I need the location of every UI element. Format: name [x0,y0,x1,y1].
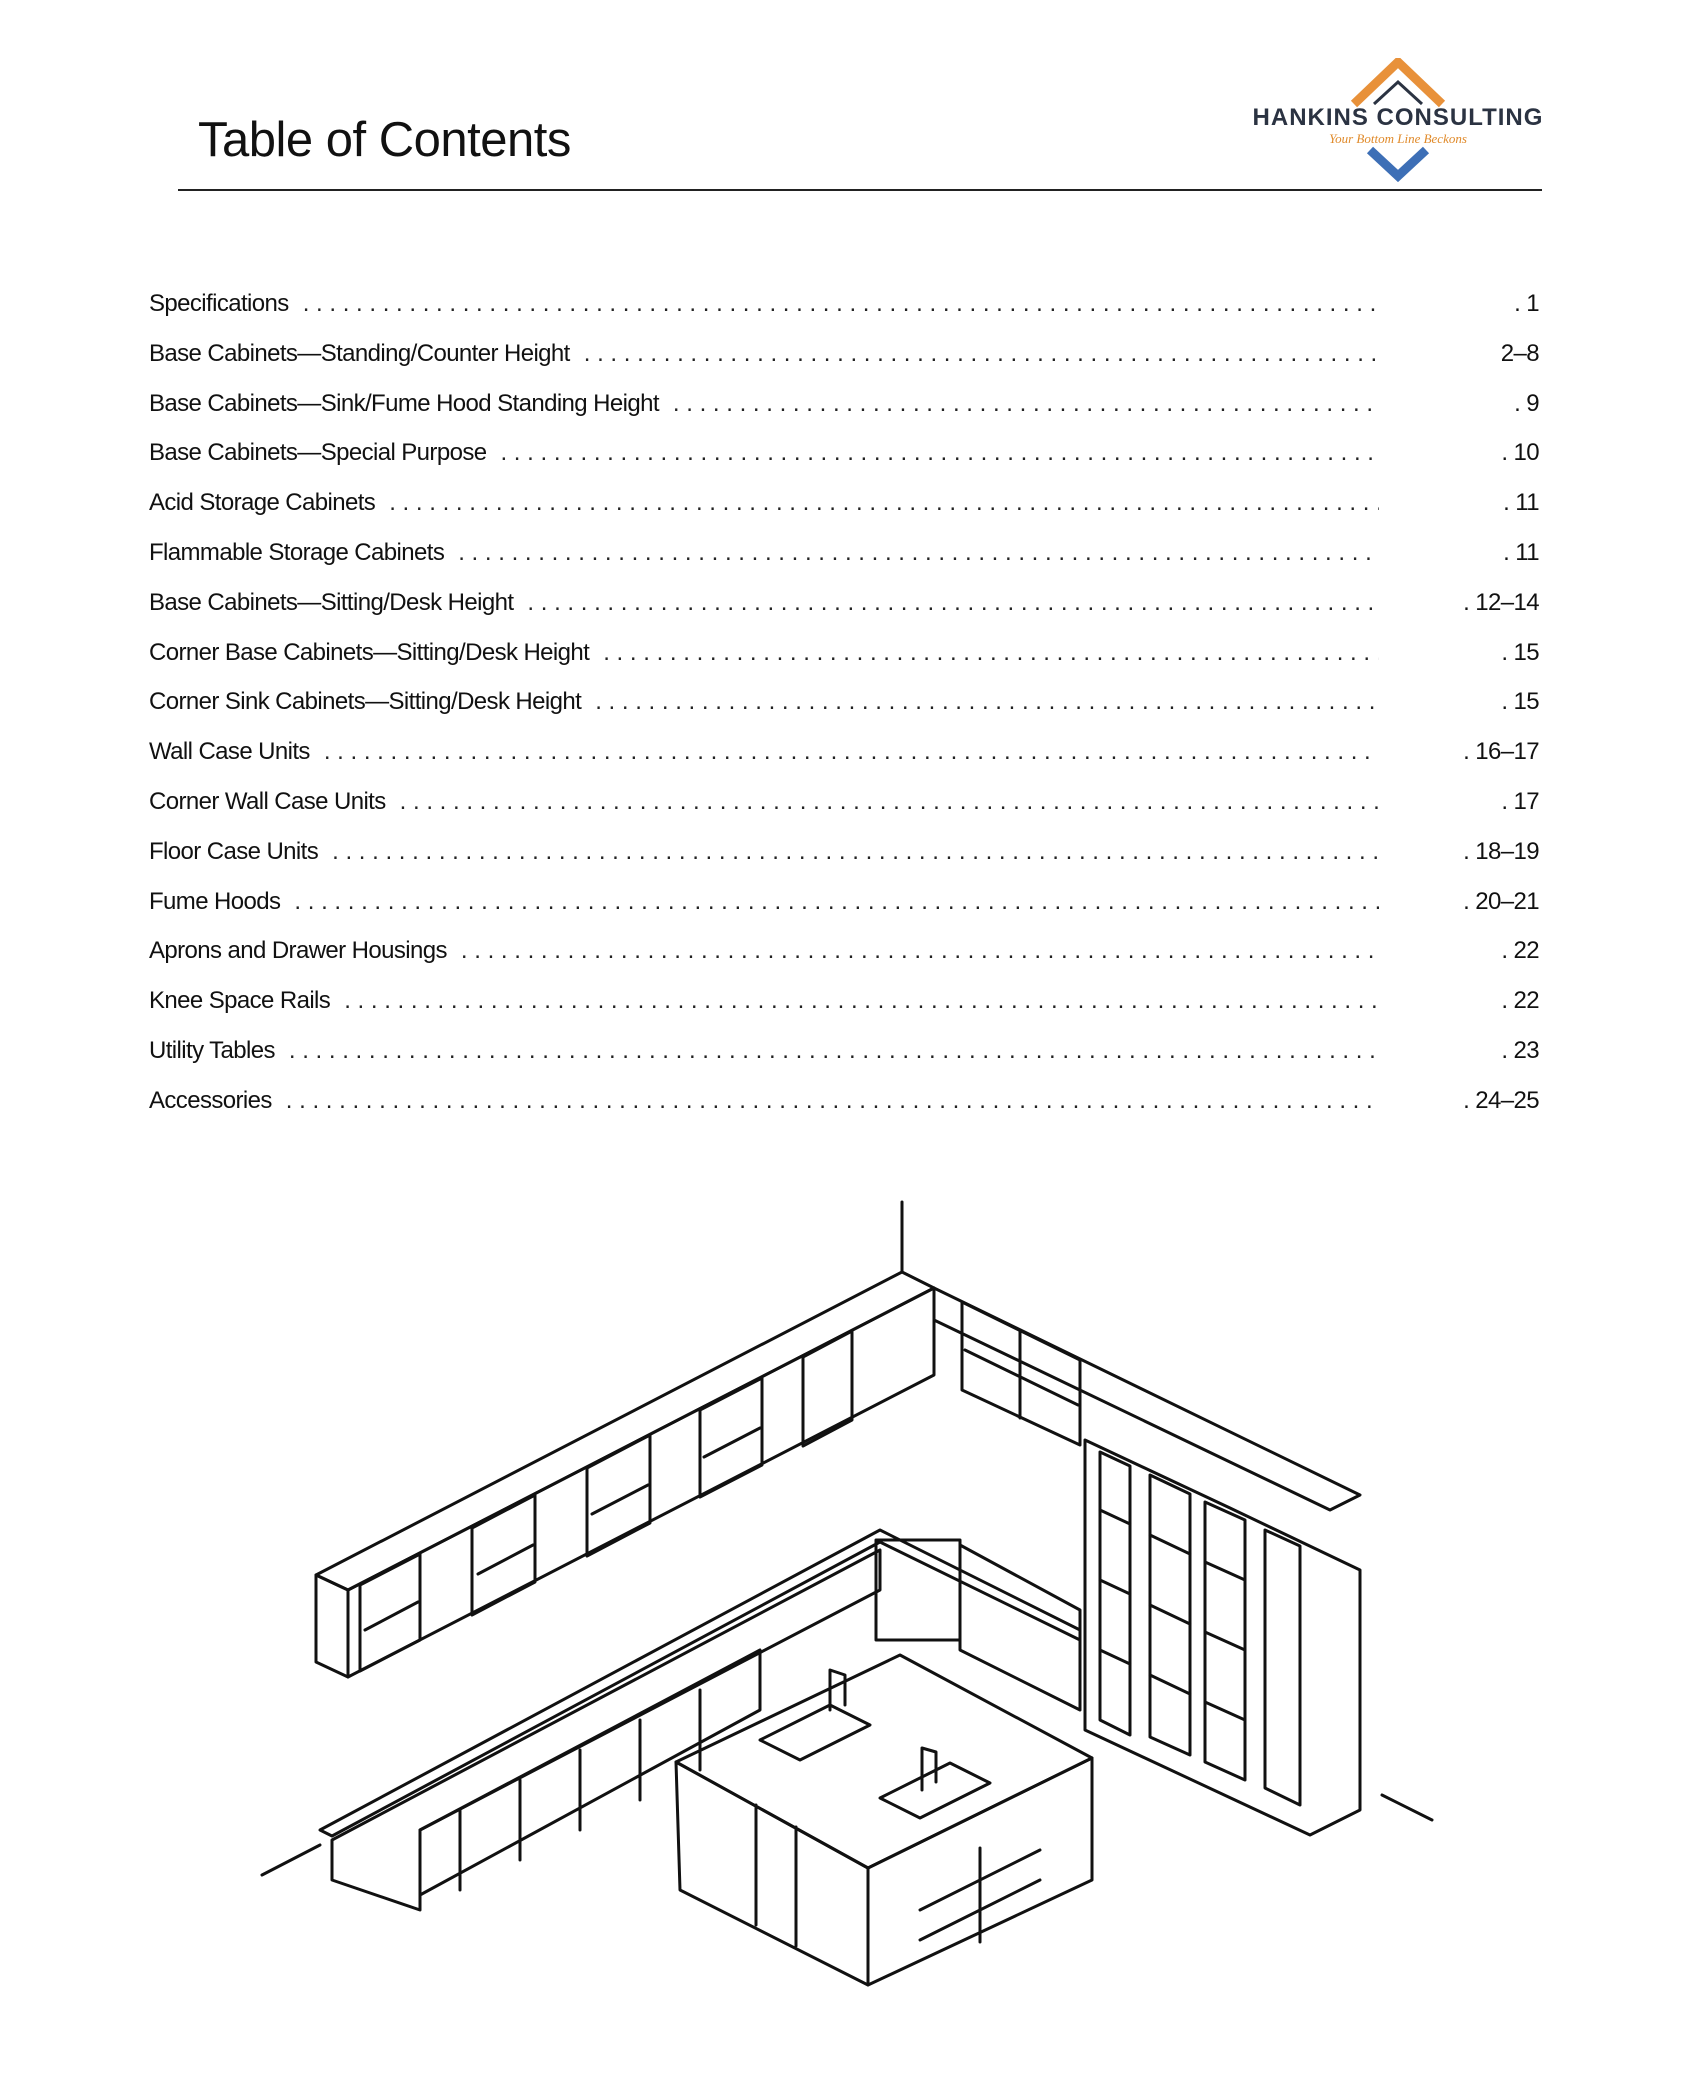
toc-entry-page[interactable]: . 11 [1503,489,1539,517]
toc-entry-label[interactable]: Specifications [149,290,289,317]
base-counter-run [318,1528,1082,1912]
toc-entry-page[interactable]: . 20–21 [1463,887,1539,915]
toc-leader-dots [673,390,1379,418]
toc-entry-page[interactable]: . 11 [1503,538,1539,566]
toc-entry-label[interactable]: Corner Sink Cabinets—Sitting/Desk Height [149,688,582,716]
toc-entry[interactable]: Corner Wall Case Units . 17 [149,787,1540,838]
toc-entry-page[interactable]: . 18–19 [1463,837,1539,865]
toc-entry-page[interactable]: . 10 [1501,439,1539,467]
header-divider [178,189,1542,191]
toc-entry[interactable]: Knee Space Rails . 22 [149,987,1540,1037]
toc-entry-label[interactable]: Base Cabinets—Sink/Fume Hood Standing He… [149,389,660,417]
toc-entry[interactable]: Acid Storage Cabinets . 11 [149,489,1540,539]
wall-cabinet-run-right [932,1286,1362,1512]
toc-entry-page[interactable]: . 12–14 [1463,588,1539,616]
toc-leader-dots [527,589,1379,617]
page-title: Table of Contents [198,113,571,167]
toc-entry-label[interactable]: Accessories [149,1086,272,1114]
toc-entry-page[interactable]: . 24–25 [1463,1086,1539,1114]
logo-diamond-icon [1350,58,1446,182]
toc-entry-label[interactable]: Base Cabinets—Standing/Counter Height [149,339,570,367]
toc-entry-label[interactable]: Aprons and Drawer Housings [149,937,447,965]
toc-leader-dots [458,539,1379,567]
toc-entry-label[interactable]: Acid Storage Cabinets [149,489,376,517]
lab-cabinetry-illustration [0,1190,1700,1990]
toc-entry-page[interactable]: . 9 [1514,389,1539,417]
toc-entry[interactable]: Utility Tables . 23 [149,1036,1540,1087]
toc-entry-label[interactable]: Knee Space Rails [149,987,331,1015]
toc-entry-label[interactable]: Base Cabinets—Special Purpose [149,439,487,467]
toc-entry[interactable]: Wall Case Units . 16–17 [149,738,1540,788]
toc-entry[interactable]: Base Cabinets—Standing/Counter Height 2–8 [149,339,1540,390]
toc-entry[interactable]: Specifications . 1 [149,290,1540,340]
island-cabinet [674,1653,1094,1987]
toc-leader-dots [400,788,1379,816]
toc-leader-dots [289,1037,1379,1065]
toc-leader-dots [324,738,1379,766]
toc-entry-page[interactable]: . 15 [1501,688,1539,716]
toc-entry[interactable]: Base Cabinets—Sink/Fume Hood Standing He… [149,389,1540,440]
toc-leader-dots [286,1087,1379,1115]
toc-entry-page[interactable]: 2–8 [1500,339,1540,367]
toc-entry-label[interactable]: Wall Case Units [149,738,310,766]
toc-leader-dots [603,639,1379,667]
toc-entry-label[interactable]: Corner Wall Case Units [149,787,386,815]
toc-list: Specifications . 1 Base Cabinets—Standing… [149,290,1540,1137]
toc-entry[interactable]: Accessories . 24–25 [149,1086,1540,1137]
logo-tagline: Your Bottom Line Beckons [1329,131,1467,146]
toc-entry-page[interactable]: . 16–17 [1463,738,1539,766]
toc-entry[interactable]: Fume Hoods . 20–21 [149,887,1540,938]
toc-entry-label[interactable]: Floor Case Units [149,837,319,865]
toc-entry-label[interactable]: Utility Tables [149,1036,275,1064]
toc-entry[interactable]: Base Cabinets—Special Purpose . 10 [149,439,1540,489]
toc-entry[interactable]: Floor Case Units . 18–19 [149,837,1540,888]
toc-entry-label[interactable]: Base Cabinets—Sitting/Desk Height [149,588,514,616]
toc-leader-dots [595,688,1379,716]
toc-leader-dots [294,888,1379,916]
toc-entry-page[interactable]: . 22 [1501,987,1539,1015]
toc-entry-page[interactable]: . 23 [1501,1036,1539,1064]
tall-case-units [1083,1438,1362,1837]
logo-name: HANKINS CONSULTING [1252,104,1544,131]
toc-entry-page[interactable]: . 17 [1501,787,1539,815]
toc-leader-dots [303,290,1379,318]
toc-entry-label[interactable]: Corner Base Cabinets—Sitting/Desk Height [149,638,590,666]
toc-entry[interactable]: Corner Sink Cabinets—Sitting/Desk Height… [149,688,1540,738]
toc-leader-dots [584,340,1379,368]
toc-leader-dots [461,937,1379,965]
toc-entry-label[interactable]: Fume Hoods [149,887,281,915]
lab-cabinetry-isometric-drawing-icon [260,1200,1434,1987]
toc-entry-page[interactable]: . 15 [1501,638,1539,666]
toc-entry[interactable]: Flammable Storage Cabinets . 11 [149,538,1540,589]
toc-leader-dots [332,838,1379,866]
toc-entry[interactable]: Base Cabinets—Sitting/Desk Height . 12–14 [149,588,1540,639]
toc-leader-dots [344,987,1379,1015]
toc-entry[interactable]: Aprons and Drawer Housings . 22 [149,937,1540,987]
company-logo: HANKINS CONSULTING Your Bottom Line Beck… [1248,58,1548,182]
toc-entry-page[interactable]: . 1 [1514,290,1539,317]
toc-entry[interactable]: Corner Base Cabinets—Sitting/Desk Height… [149,638,1540,689]
toc-entry-page[interactable]: . 22 [1501,937,1539,965]
toc-leader-dots [500,439,1379,467]
wall-cabinet-run-left [314,1270,936,1679]
toc-entry-label[interactable]: Flammable Storage Cabinets [149,538,445,566]
toc-leader-dots [389,489,1379,517]
